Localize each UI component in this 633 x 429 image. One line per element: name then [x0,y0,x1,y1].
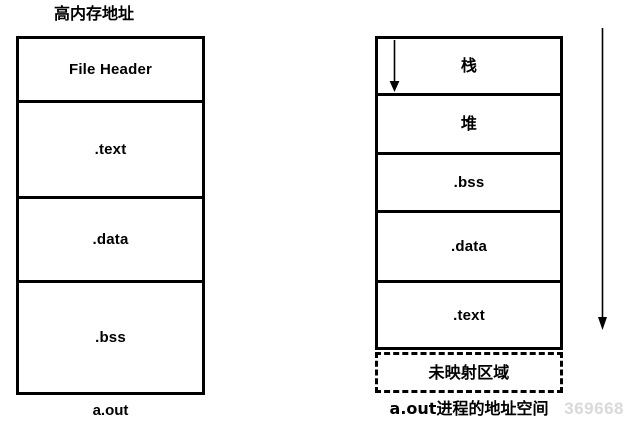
process-segment-bss: .bss [378,155,560,213]
process-segment-label: .data [450,238,487,255]
process-segment-label: 栈 [460,56,478,75]
file-segment-label: .text [94,141,127,158]
process-segment-label: .bss [453,174,485,191]
process-segment-text: .text [378,283,560,347]
file-segment-bss: .bss [19,283,202,392]
file-segment-file-header: File Header [19,39,202,103]
file-segment-label: .data [92,231,129,248]
process-segment-data: .data [378,213,560,283]
file-layout-diagram: File Header .text .data .bss [16,36,205,395]
file-segment-label: File Header [68,61,153,78]
high-memory-address-label: 高内存地址 [53,4,134,23]
unmapped-region-label: 未映射区域 [428,362,510,382]
process-segment-label: .text [453,306,485,324]
process-segment-unmapped-region: 未映射区域 [375,352,563,393]
file-segment-data: .data [19,199,202,283]
process-segment-heap: 堆 [378,96,560,155]
process-address-space-diagram: 栈 堆 .bss .data .text [375,36,563,350]
process-address-space-caption: a.out进程的地址空间 [389,399,549,418]
process-segment-stack: 栈 [378,39,560,96]
file-segment-text: .text [19,103,202,199]
process-segment-label: 堆 [460,114,478,133]
file-layout-caption: a.out [92,402,129,419]
address-decrease-down-arrow [598,28,607,330]
file-segment-label: .bss [95,329,126,346]
watermark-text: 369668 [564,399,624,418]
